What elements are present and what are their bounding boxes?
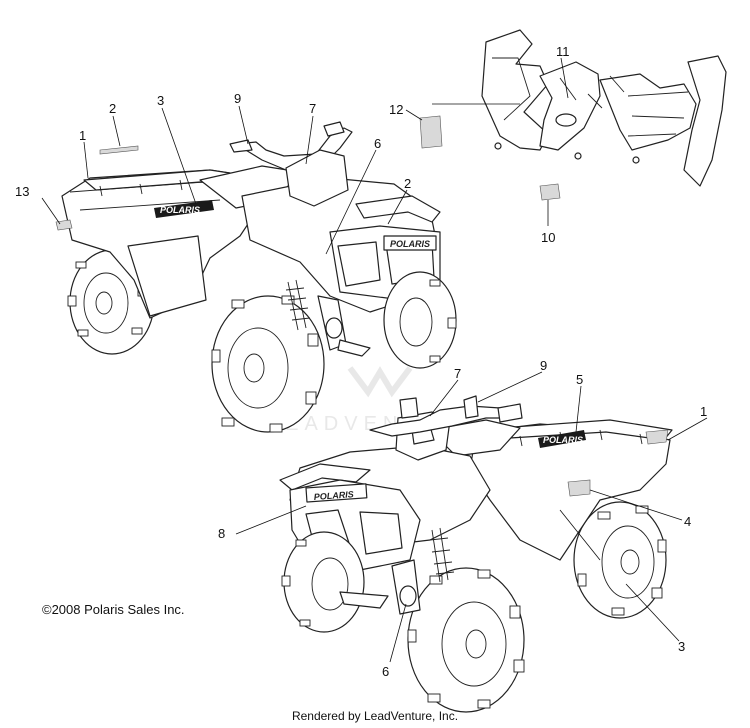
callout-lower-4: 4 [684, 514, 691, 529]
lower-rear-wheel [573, 501, 667, 619]
lower-atv-illustration: POLARIS POLARIS [279, 395, 673, 713]
callout-numbers: 1 2 3 9 7 6 2 13 11 12 10 7 9 5 1 8 4 6 … [15, 44, 707, 679]
callout-upper-2: 2 [109, 101, 116, 116]
leader-lines [41, 57, 708, 663]
callout-lower-1: 1 [700, 404, 707, 419]
upper-atv-illustration: POLARIS POLARIS [55, 121, 457, 433]
front-fender-detail [419, 29, 727, 201]
upper-side-decal: POLARIS [154, 200, 214, 218]
callout-fender-12: 12 [389, 102, 403, 117]
svg-text:POLARIS: POLARIS [313, 489, 354, 502]
svg-text:POLARIS: POLARIS [160, 205, 200, 215]
callout-upper-3: 3 [157, 93, 164, 108]
callout-lower-7: 7 [454, 366, 461, 381]
callout-fender-10: 10 [541, 230, 555, 245]
callout-lower-8: 8 [218, 526, 225, 541]
svg-text:POLARIS: POLARIS [543, 435, 583, 445]
upper-grille-decal: POLARIS [383, 235, 437, 251]
callout-upper-2b: 2 [404, 176, 411, 191]
callout-upper-6: 6 [374, 136, 381, 151]
decal-12-swatch [419, 115, 443, 149]
callout-lower-3: 3 [678, 639, 685, 654]
lower-front-right-wheel [281, 531, 365, 633]
callout-fender-11: 11 [556, 44, 570, 59]
callout-lower-6: 6 [382, 664, 389, 679]
rendered-by-credit: Rendered by LeadVenture, Inc. [291, 709, 459, 723]
decal-10-swatch [539, 183, 561, 201]
lower-side-decal: POLARIS [538, 430, 586, 448]
callout-upper-9: 9 [234, 91, 241, 106]
callout-upper-7: 7 [309, 101, 316, 116]
lower-front-wheel [407, 567, 525, 713]
lower-grille-decal: POLARIS [305, 483, 368, 503]
callout-lower-5: 5 [576, 372, 583, 387]
callout-lower-9: 9 [540, 358, 547, 373]
upper-front-left-wheel [383, 271, 457, 369]
upper-front-wheel [211, 295, 325, 433]
copyright-notice: ©2008 Polaris Sales Inc. [42, 602, 185, 617]
callout-upper-1: 1 [79, 128, 86, 143]
svg-text:POLARIS: POLARIS [390, 239, 430, 249]
callout-upper-13: 13 [15, 184, 29, 199]
